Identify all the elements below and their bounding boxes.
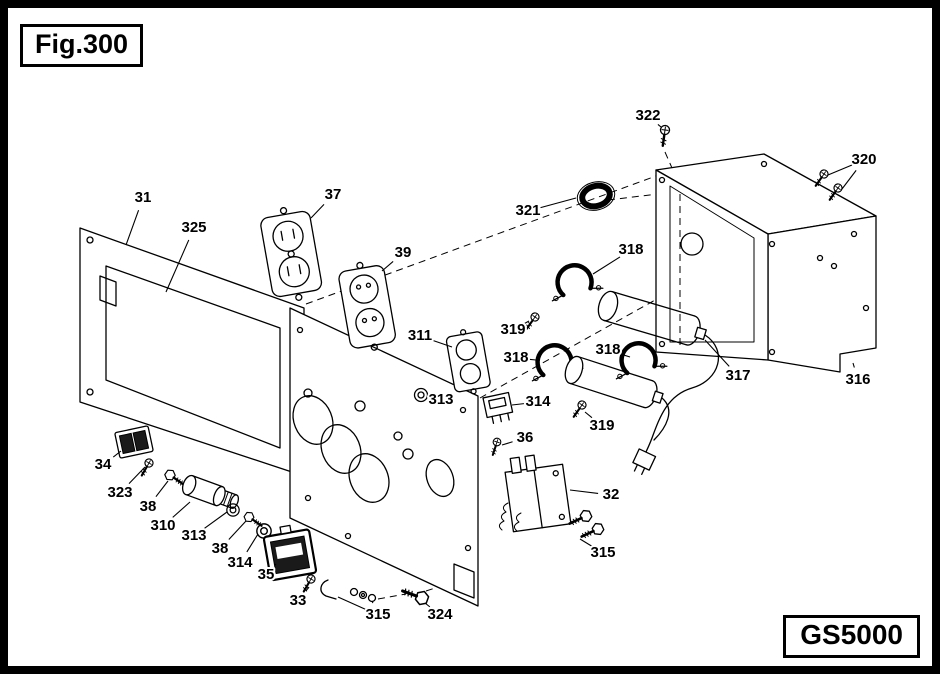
grommet-321 bbox=[576, 181, 616, 211]
grommet-313-lower bbox=[226, 503, 240, 517]
leader-line-38 bbox=[228, 520, 247, 540]
leader-line-311 bbox=[432, 339, 453, 348]
screw-322 bbox=[657, 123, 672, 148]
switch-34 bbox=[114, 425, 154, 459]
part-label-38: 38 bbox=[140, 498, 157, 515]
screws-315-right bbox=[565, 507, 607, 544]
capacitor-wires bbox=[632, 334, 720, 476]
leader-line-320 bbox=[841, 170, 857, 190]
part-label-35: 35 bbox=[258, 566, 275, 583]
leader-line-315 bbox=[337, 596, 367, 611]
leader-line-313 bbox=[204, 511, 228, 529]
capacitor-317-lower bbox=[564, 355, 664, 409]
screw-319-upper bbox=[522, 310, 542, 333]
bolt-38-lower bbox=[241, 509, 266, 532]
receptacle-39 bbox=[338, 261, 396, 351]
part-label-39: 39 bbox=[395, 244, 412, 261]
clamp-318-top bbox=[551, 263, 604, 302]
leader-line-315 bbox=[579, 538, 593, 547]
leader-line-318 bbox=[620, 353, 631, 358]
part-label-318: 318 bbox=[503, 349, 528, 366]
panel-gasket-325 bbox=[105, 265, 281, 449]
leader-line-39 bbox=[381, 261, 394, 272]
capacitor-317-upper bbox=[597, 290, 707, 346]
exploded-parts-diagram: 31 325 37 39 311 313 314 321 322 320 318 319 318 318 3… bbox=[79, 105, 879, 625]
connector-314 bbox=[482, 391, 514, 424]
leader-line-319 bbox=[524, 320, 530, 325]
part-label-315: 315 bbox=[365, 606, 390, 623]
leader-line-316 bbox=[852, 362, 855, 368]
hardware-315-bottom bbox=[320, 579, 377, 603]
clamp-318-left bbox=[531, 343, 584, 382]
part-label-36: 36 bbox=[517, 429, 534, 446]
part-label-322: 322 bbox=[635, 107, 660, 124]
meter-35 bbox=[262, 524, 318, 582]
part-label-318: 318 bbox=[595, 341, 620, 358]
part-label-319: 319 bbox=[589, 417, 614, 434]
leader-line-318 bbox=[592, 256, 621, 275]
leader-line-322 bbox=[657, 123, 662, 128]
screw-323 bbox=[137, 456, 156, 479]
receptacle-37 bbox=[260, 207, 323, 301]
screw-319-lower bbox=[569, 398, 589, 421]
part-label-316: 316 bbox=[845, 371, 870, 388]
fuse-holder-310 bbox=[181, 474, 240, 509]
part-label-31: 31 bbox=[135, 189, 152, 206]
clamp-318-right bbox=[615, 341, 668, 380]
leader-line-314 bbox=[511, 402, 526, 406]
leader-line-314 bbox=[246, 533, 259, 553]
part-label-321: 321 bbox=[515, 202, 540, 219]
part-label-318: 318 bbox=[618, 241, 643, 258]
leader-line-324 bbox=[424, 602, 431, 608]
part-label-313: 313 bbox=[181, 527, 206, 544]
leader-line-310 bbox=[172, 501, 191, 518]
leader-line-321 bbox=[540, 197, 577, 209]
figure-number: Fig.300 bbox=[35, 29, 129, 59]
receptacle-311 bbox=[445, 329, 491, 395]
leader-line-318 bbox=[528, 358, 537, 361]
figure-number-badge: Fig.300 bbox=[20, 24, 144, 67]
part-label-323: 323 bbox=[107, 484, 132, 501]
leader-line-325 bbox=[165, 239, 190, 293]
part-label-314: 314 bbox=[525, 393, 551, 410]
leader-line-320 bbox=[827, 164, 853, 176]
leader-line-315 bbox=[371, 600, 374, 604]
part-label-311: 311 bbox=[408, 327, 432, 344]
circuit-breaker-32 bbox=[498, 454, 572, 533]
leader-line-33 bbox=[305, 586, 310, 592]
screw-36 bbox=[488, 436, 503, 458]
part-label-325: 325 bbox=[181, 219, 206, 236]
leader-line-36 bbox=[501, 441, 513, 446]
model-badge: GS5000 bbox=[783, 615, 920, 658]
leader-line-319 bbox=[584, 411, 593, 419]
part-label-314: 314 bbox=[227, 554, 253, 571]
part-label-310: 310 bbox=[150, 517, 175, 534]
part-label-320: 320 bbox=[851, 151, 876, 168]
leader-line-323 bbox=[128, 466, 146, 485]
part-label-313: 313 bbox=[428, 391, 453, 408]
part-label-38: 38 bbox=[212, 540, 229, 557]
part-label-319: 319 bbox=[500, 321, 525, 338]
part-label-34: 34 bbox=[95, 456, 112, 473]
part-label-37: 37 bbox=[325, 186, 342, 203]
part-label-324: 324 bbox=[427, 606, 453, 623]
leader-line-317 bbox=[704, 339, 730, 367]
control-panel-face bbox=[289, 307, 479, 607]
model-number: GS5000 bbox=[800, 619, 903, 650]
enclosure-316 bbox=[655, 153, 877, 373]
part-label-32: 32 bbox=[603, 486, 620, 503]
part-label-33: 33 bbox=[290, 592, 307, 609]
leader-line-38 bbox=[155, 480, 169, 498]
part-label-317: 317 bbox=[725, 367, 750, 384]
part-label-315: 315 bbox=[590, 544, 615, 561]
leader-line-34 bbox=[112, 450, 122, 458]
leader-line-37 bbox=[310, 204, 325, 219]
callout-layer: 31 325 37 39 311 313 314 321 322 320 318 319 318 318 3… bbox=[93, 105, 879, 625]
leader-line-31 bbox=[125, 210, 140, 246]
leader-line-35 bbox=[274, 563, 277, 566]
leader-line-32 bbox=[569, 489, 599, 494]
screw-33 bbox=[299, 572, 318, 595]
